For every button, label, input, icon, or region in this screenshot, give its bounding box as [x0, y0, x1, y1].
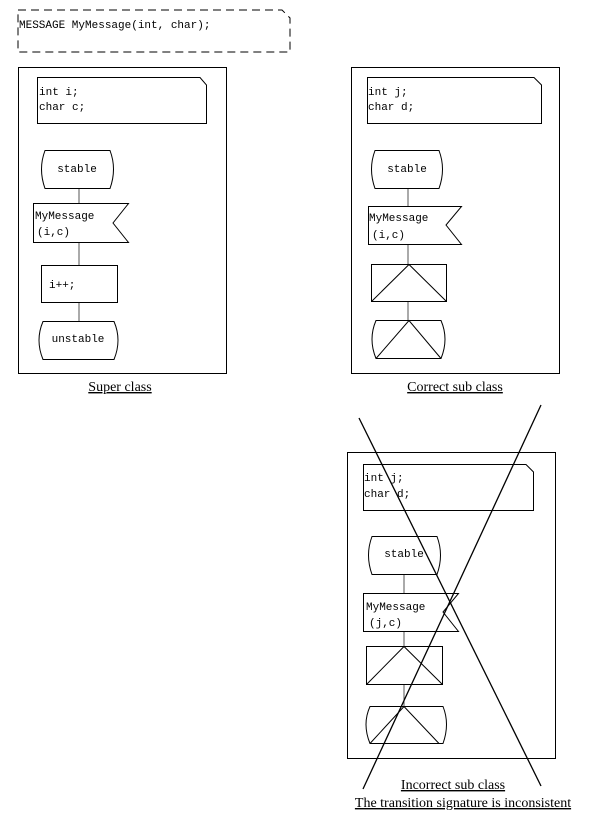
message-declaration-text: MESSAGE MyMessage(int, char);	[19, 20, 210, 32]
inherited-next-state	[371, 320, 446, 359]
correct-sub-class-caption: Correct sub class	[407, 380, 503, 395]
task-box	[41, 265, 118, 303]
super-class-caption: Super class	[88, 380, 151, 395]
signal-params: (j,c)	[369, 618, 402, 630]
incorrect-sub-class-caption: Incorrect sub class	[401, 778, 505, 793]
variable-line: int i;	[39, 87, 79, 99]
start-state	[41, 150, 114, 189]
state-label: stable	[387, 164, 427, 176]
inherited-next-state	[365, 706, 447, 744]
inherited-task-box	[371, 264, 447, 302]
variable-declaration-box	[363, 464, 534, 511]
correct-sub-class-diagram: int j; char d; stable MyMessage (i,c) Co…	[351, 67, 560, 395]
variable-line: int j;	[364, 473, 404, 485]
input-signal	[368, 206, 463, 245]
state-label: stable	[384, 549, 424, 561]
inherited-marker	[371, 263, 447, 302]
signal-label: MyMessage	[366, 602, 425, 614]
variable-declaration-box	[37, 77, 207, 124]
variable-declaration-box	[367, 77, 542, 124]
variable-line: char c;	[39, 102, 85, 114]
variable-line: char d;	[364, 489, 410, 501]
message-declaration-box: MESSAGE MyMessage(int, char);	[17, 9, 291, 53]
inherited-marker	[375, 319, 442, 359]
variable-line: int j;	[368, 87, 408, 99]
signal-label: MyMessage	[369, 213, 428, 225]
inconsistency-note: The transition signature is inconsistent	[355, 796, 571, 811]
incorrect-sub-class-diagram: int j; char d; stable MyMessage (j,c) In…	[347, 404, 571, 811]
signal-params: (i,c)	[372, 230, 405, 242]
input-signal	[33, 203, 130, 243]
inherited-marker	[366, 645, 443, 685]
state-label: stable	[57, 164, 97, 176]
cross-out-line	[362, 404, 542, 790]
task-label: i++;	[49, 280, 75, 292]
start-state	[371, 150, 443, 189]
signal-params: (i,c)	[37, 227, 70, 239]
super-class-diagram: int i; char c; stable MyMessage (i,c) i+…	[18, 67, 227, 395]
next-state	[38, 321, 119, 360]
input-signal	[363, 593, 460, 632]
inherited-marker	[369, 705, 440, 744]
state-label: unstable	[52, 334, 105, 346]
signal-label: MyMessage	[35, 211, 94, 223]
inherited-task-box	[366, 646, 443, 685]
variable-line: char d;	[368, 102, 414, 114]
